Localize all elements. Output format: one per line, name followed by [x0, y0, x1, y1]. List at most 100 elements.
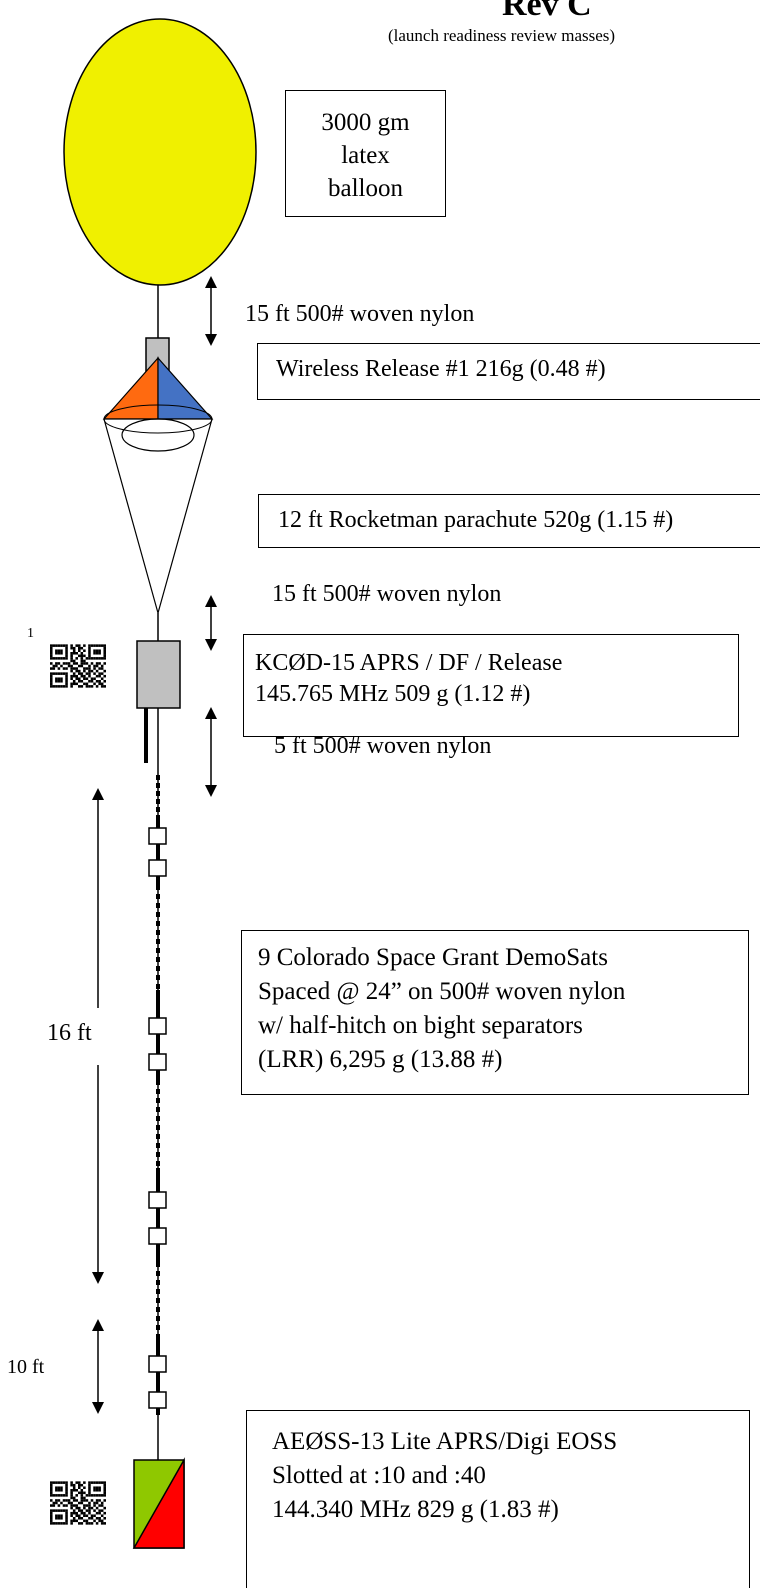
qr-module: [57, 657, 61, 660]
qr-module: [65, 649, 68, 652]
qr-module: [98, 672, 101, 675]
qr-module: [67, 662, 71, 665]
qr-module: [52, 1522, 56, 1525]
qr-module: [88, 1483, 91, 1487]
qr-module: [93, 677, 96, 680]
qr-module: [72, 1486, 76, 1489]
qr-module: [80, 680, 84, 683]
qr-module: [98, 680, 101, 683]
qr-module: [100, 644, 104, 647]
qr-module: [85, 1519, 89, 1523]
qr-module: [100, 1481, 104, 1484]
qr-module: [98, 1499, 101, 1502]
qr-module: [90, 1522, 94, 1525]
qr-module: [70, 646, 73, 650]
qr-module: [65, 1483, 68, 1487]
qr-module: [62, 1481, 66, 1484]
qr-module: [55, 680, 58, 683]
qr-module: [83, 682, 86, 686]
qr-module: [93, 657, 96, 660]
qr-module: [57, 685, 61, 688]
qr-module: [83, 1511, 86, 1515]
qr-module: [98, 667, 101, 670]
parachute-label-box: 12 ft Rocketman parachute 520g (1.15 #): [258, 494, 760, 548]
qr-module: [72, 674, 76, 678]
qr-module: [88, 657, 91, 660]
qr-module: [75, 644, 78, 647]
qr-module: [88, 1481, 91, 1484]
qr-module: [50, 1489, 53, 1492]
qr-module: [55, 664, 58, 668]
qr-module: [55, 1486, 58, 1489]
qr-module: [50, 1483, 53, 1487]
qr-module: [103, 1483, 106, 1487]
qr-module: [103, 654, 106, 658]
qr-module: [98, 1517, 101, 1520]
qr-module: [60, 672, 63, 675]
qr-module: [90, 669, 94, 673]
qr-module: [60, 1494, 63, 1497]
qr-module: [103, 680, 106, 683]
qr-module: [80, 1509, 84, 1512]
kc0d-label-line: 145.765 MHz 509 g (1.12 #): [255, 681, 531, 707]
qr-module: [90, 680, 94, 683]
qr-module: [103, 1494, 106, 1497]
qr-module: [78, 654, 81, 658]
qr-module: [62, 685, 66, 688]
qr-module: [98, 1486, 101, 1489]
qr-module: [103, 1499, 106, 1502]
qr-module: [85, 1499, 89, 1502]
qr-module: [88, 646, 91, 650]
demosat-payload: [148, 1053, 167, 1071]
qr-module: [95, 1506, 99, 1510]
kc0d-label-line: KCØD-15 APRS / DF / Release: [255, 650, 563, 676]
qr-module: [72, 672, 76, 675]
qr-module: [55, 1489, 58, 1492]
qr-module: [103, 1517, 106, 1520]
qr-module: [65, 674, 68, 678]
qr-module: [55, 1494, 58, 1497]
kc0d-footnote: 1: [27, 626, 34, 641]
qr-module: [88, 644, 91, 647]
qr-module: [78, 1509, 81, 1512]
qr-module: [88, 680, 91, 683]
qr-module: [65, 1517, 68, 1520]
qr-module: [100, 1501, 104, 1505]
qr-module: [83, 644, 86, 647]
qr-module: [78, 680, 81, 683]
qr-module: [57, 1514, 61, 1517]
qr-module: [83, 654, 86, 658]
qr-module: [78, 1486, 81, 1489]
qr-module: [80, 685, 84, 688]
qr-module: [98, 1489, 101, 1492]
qr-module: [103, 644, 106, 647]
qr-module: [100, 1494, 104, 1497]
qr-module: [80, 662, 84, 665]
qr-module: [78, 1483, 81, 1487]
qr-module: [75, 1489, 78, 1492]
qr-module: [103, 669, 106, 673]
qr-module: [50, 644, 53, 647]
qr-module: [50, 667, 53, 670]
qr-module: [83, 1491, 86, 1495]
qr-module: [95, 1481, 99, 1484]
qr-module: [78, 1522, 81, 1525]
qr-module: [80, 1522, 84, 1525]
balloon-label-box: 3000 gm latex balloon: [285, 90, 446, 217]
qr-module: [70, 677, 73, 680]
qr-module: [57, 652, 61, 655]
qr-module: [93, 1501, 96, 1505]
qr-module: [55, 1509, 58, 1512]
qr-module: [88, 1501, 91, 1505]
qr-module: [65, 1499, 68, 1502]
qr-module: [88, 654, 91, 658]
aeoss-label-line: 144.340 MHz 829 g (1.83 #): [272, 1496, 559, 1523]
qr-module: [100, 1509, 104, 1512]
qr-module: [83, 1514, 86, 1517]
qr-module: [72, 646, 76, 650]
qr-module: [103, 662, 106, 665]
qr-module: [50, 654, 53, 658]
qr-module: [80, 1499, 84, 1502]
qr-module: [55, 1499, 58, 1502]
